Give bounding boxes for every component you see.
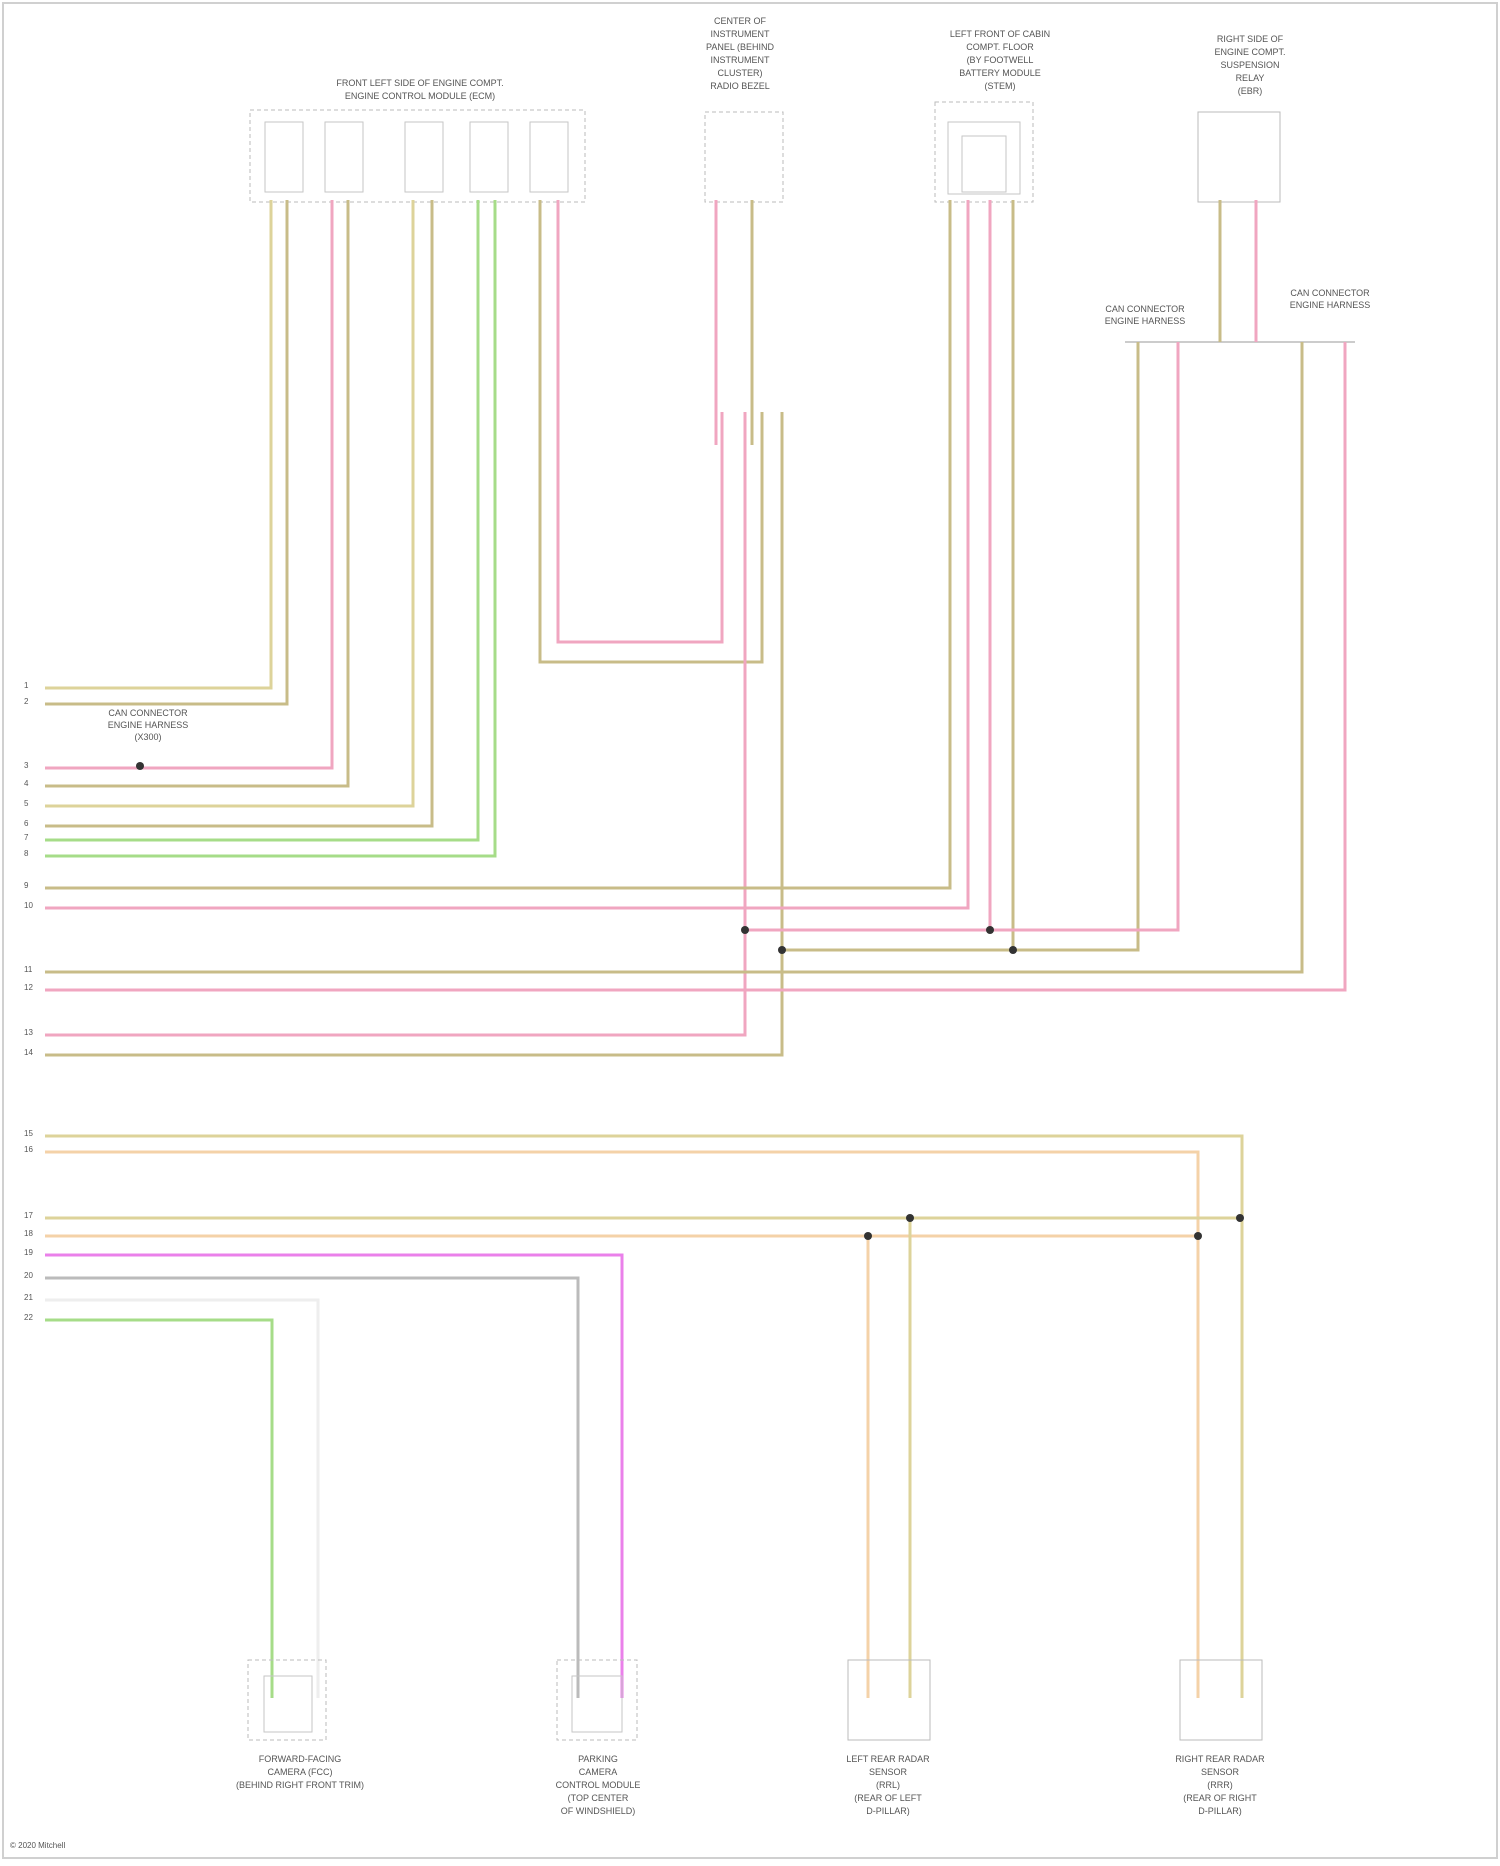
splice-dot xyxy=(1194,1232,1202,1240)
pin-number: 7 xyxy=(24,833,29,842)
splice-dot xyxy=(864,1232,872,1240)
component-label-line: FRONT LEFT SIDE OF ENGINE COMPT. xyxy=(336,78,503,88)
splice-dot xyxy=(1236,1214,1244,1222)
component-label-line: RADIO BEZEL xyxy=(710,81,770,91)
splice-dot xyxy=(1009,946,1017,954)
component-label-line: INSTRUMENT xyxy=(711,55,770,65)
splice-dot xyxy=(741,926,749,934)
pin-number: 14 xyxy=(24,1048,33,1057)
component-label-line: RELAY xyxy=(1236,73,1265,83)
component-label-line: RIGHT SIDE OF xyxy=(1217,34,1284,44)
component-label-line: SENSOR xyxy=(1201,1767,1240,1777)
component-label-line: CAMERA xyxy=(579,1767,618,1777)
component-label-line: LEFT FRONT OF CABIN xyxy=(950,29,1050,39)
component-label-line: (BEHIND RIGHT FRONT TRIM) xyxy=(236,1780,364,1790)
component-label-line: CLUSTER) xyxy=(717,68,762,78)
pin-number: 6 xyxy=(24,819,29,828)
splice-label: CAN CONNECTOR xyxy=(1105,304,1185,314)
splice-label: ENGINE HARNESS xyxy=(1290,300,1371,310)
pin-number: 2 xyxy=(24,697,29,706)
splice-label: (X300) xyxy=(134,732,161,742)
pin-number: 22 xyxy=(24,1313,33,1322)
pin-number: 13 xyxy=(24,1028,33,1037)
component-label-line: LEFT REAR RADAR xyxy=(846,1754,930,1764)
component-label-line: FORWARD-FACING xyxy=(259,1754,342,1764)
pin-number: 17 xyxy=(24,1211,33,1220)
component-label-line: SENSOR xyxy=(869,1767,908,1777)
splice-label: ENGINE HARNESS xyxy=(1105,316,1186,326)
pin-number: 10 xyxy=(24,901,33,910)
pin-number: 12 xyxy=(24,983,33,992)
pin-number: 20 xyxy=(24,1271,33,1280)
component-label-line: D-PILLAR) xyxy=(1198,1806,1242,1816)
component-label-line: ENGINE CONTROL MODULE (ECM) xyxy=(345,91,495,101)
component-label-line: CAMERA (FCC) xyxy=(268,1767,333,1777)
component-label-line: COMPT. FLOOR xyxy=(966,42,1034,52)
component-label-line: CENTER OF xyxy=(714,16,767,26)
pin-number: 1 xyxy=(24,681,29,690)
splice-dot xyxy=(906,1214,914,1222)
copyright-text: © 2020 Mitchell xyxy=(10,1841,65,1850)
pin-number: 21 xyxy=(24,1293,33,1302)
component-label-line: (RRR) xyxy=(1207,1780,1233,1790)
component-label-line: CONTROL MODULE xyxy=(556,1780,641,1790)
component-label-line: OF WINDSHIELD) xyxy=(561,1806,636,1816)
splice-dot xyxy=(986,926,994,934)
component-label-line: PARKING xyxy=(578,1754,618,1764)
splice-dot xyxy=(136,762,144,770)
component-label-line: ENGINE COMPT. xyxy=(1214,47,1285,57)
pin-number: 19 xyxy=(24,1248,33,1257)
component-label-line: (REAR OF RIGHT xyxy=(1183,1793,1257,1803)
pin-number: 11 xyxy=(24,965,33,974)
pin-number: 4 xyxy=(24,779,29,788)
splice-label: CAN CONNECTOR xyxy=(108,708,188,718)
component-label-line: (EBR) xyxy=(1238,86,1263,96)
component-label-line: RIGHT REAR RADAR xyxy=(1175,1754,1265,1764)
pin-number: 3 xyxy=(24,761,29,770)
splice-label: CAN CONNECTOR xyxy=(1290,288,1370,298)
component-label-line: BATTERY MODULE xyxy=(959,68,1041,78)
component-label-line: (BY FOOTWELL xyxy=(967,55,1034,65)
pin-number: 8 xyxy=(24,849,29,858)
component-label-line: SUSPENSION xyxy=(1220,60,1279,70)
component-label-line: PANEL (BEHIND xyxy=(706,42,775,52)
pin-number: 18 xyxy=(24,1229,33,1238)
component-label-line: (RRL) xyxy=(876,1780,900,1790)
component-label-line: INSTRUMENT xyxy=(711,29,770,39)
component-label-line: (STEM) xyxy=(985,81,1016,91)
pin-number: 16 xyxy=(24,1145,33,1154)
component-label-line: (REAR OF LEFT xyxy=(854,1793,922,1803)
component-label-line: D-PILLAR) xyxy=(866,1806,910,1816)
splice-label: ENGINE HARNESS xyxy=(108,720,189,730)
pin-number: 9 xyxy=(24,881,29,890)
pin-number: 15 xyxy=(24,1129,33,1138)
splice-dot xyxy=(778,946,786,954)
component-label-line: (TOP CENTER xyxy=(568,1793,629,1803)
pin-number: 5 xyxy=(24,799,29,808)
